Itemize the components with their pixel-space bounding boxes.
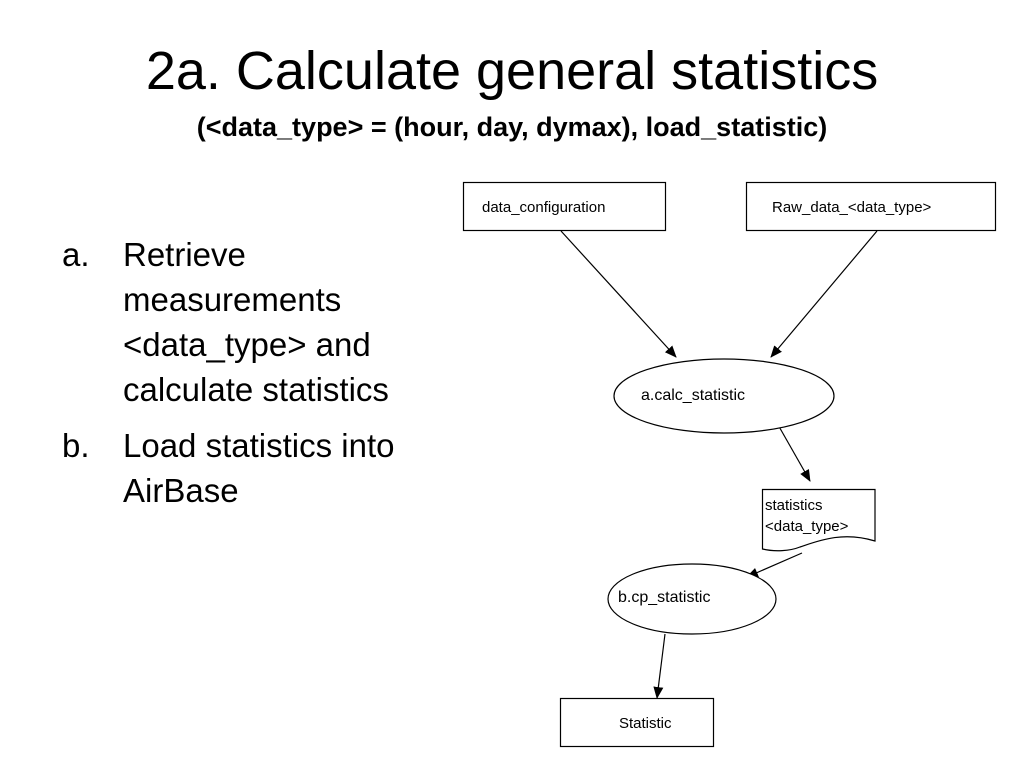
node-data-configuration: data_configuration (462, 181, 667, 232)
node-raw-data-label: Raw_data_<data_type> (772, 199, 932, 216)
node-statistic-box (559, 697, 715, 748)
node-cp-statistic: b.cp_statistic (607, 563, 777, 635)
slide-subtitle: (<data_type> = (hour, day, dymax), load_… (196, 112, 828, 142)
node-data-configuration-box (462, 181, 667, 232)
edge-statistics-to-cp (746, 552, 803, 578)
step-text: Load statistics into AirBase (123, 427, 395, 509)
step-marker: b. (62, 427, 90, 464)
node-calc-statistic: a.calc_statistic (613, 358, 835, 434)
node-statistics-document-label-line1: statistics (765, 497, 823, 514)
node-statistics-document-shape (761, 488, 876, 552)
node-cp-statistic-ellipse (607, 563, 777, 635)
node-statistic: Statistic (559, 697, 715, 748)
edge-cp-to-statistic (653, 633, 666, 699)
node-raw-data-box (745, 181, 997, 232)
step-a: a. Retrieve measurements <data_type> and… (62, 232, 462, 412)
node-raw-data: Raw_data_<data_type> (745, 181, 997, 232)
node-calc-statistic-label: a.calc_statistic (641, 387, 745, 404)
node-statistics-document: statistics <data_type> (761, 488, 876, 552)
node-data-configuration-label: data_configuration (482, 199, 605, 216)
node-calc-statistic-ellipse (613, 358, 835, 434)
step-b: b. Load statistics into AirBase (62, 423, 462, 513)
edge-calc-to-statistics (776, 422, 811, 482)
slide-title: 2a. Calculate general statistics (145, 41, 879, 101)
node-cp-statistic-label: b.cp_statistic (618, 589, 710, 606)
step-marker: a. (62, 236, 90, 273)
node-statistics-document-label-line2: <data_type> (765, 518, 849, 535)
edge-raw-data-to-calc (770, 230, 878, 358)
edge-data-configuration-to-calc (560, 230, 677, 358)
step-text: Retrieve measurements <data_type> and ca… (123, 236, 389, 408)
node-statistic-label: Statistic (619, 715, 672, 732)
steps-list: a. Retrieve measurements <data_type> and… (62, 232, 462, 524)
